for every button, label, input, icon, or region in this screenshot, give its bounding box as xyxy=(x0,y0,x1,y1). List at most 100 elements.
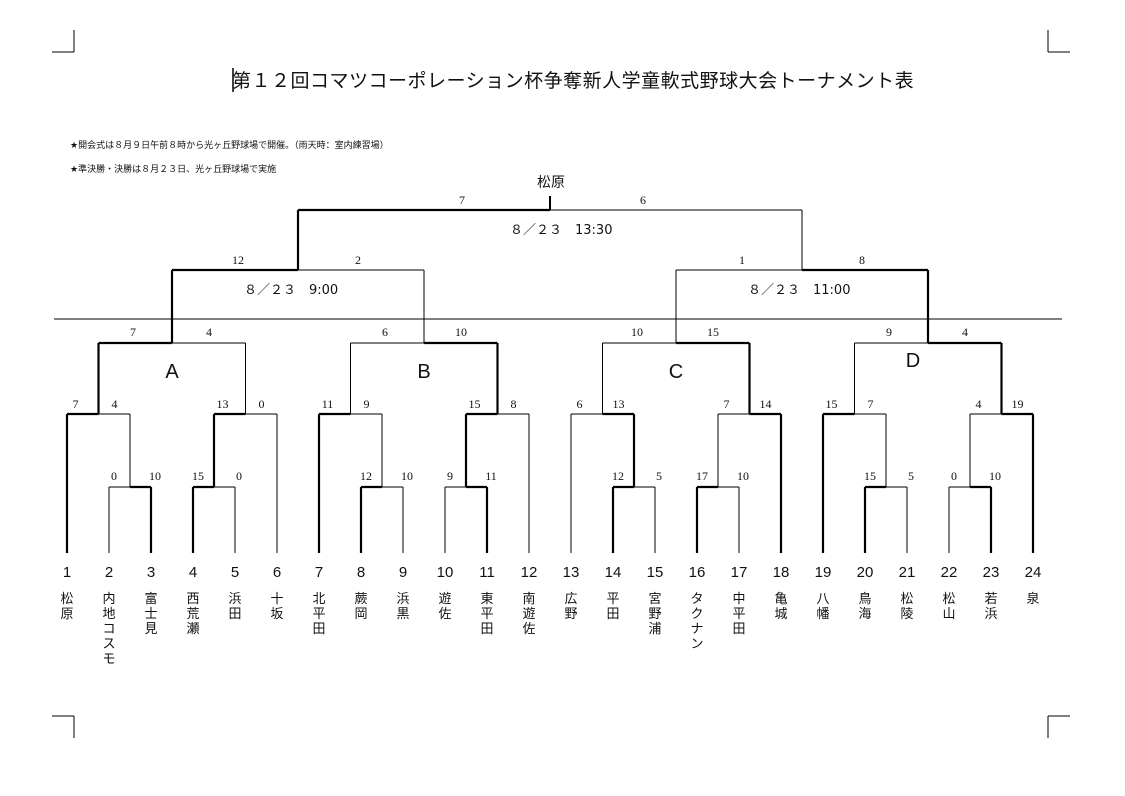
team-number-11: 11 xyxy=(479,564,495,581)
r2-score-1-right: 4 xyxy=(111,397,118,411)
team-number-20: 20 xyxy=(856,564,874,581)
r2-score-7-left: 15 xyxy=(825,397,838,411)
team-number-10: 10 xyxy=(436,564,454,581)
r1-score-7-right: 5 xyxy=(908,469,914,483)
note-semifinal: ★準決勝・決勝は８月２３日、光ヶ丘野球場で実施 xyxy=(70,165,277,175)
block-label-A: A xyxy=(165,361,179,383)
team-name-13: 広野 xyxy=(564,592,578,622)
r2-score-2-left: 13 xyxy=(216,397,229,411)
r2-score-3-left: 11 xyxy=(321,397,334,411)
r1-score-8-left: 0 xyxy=(951,469,957,483)
team-name-20: 鳥海 xyxy=(858,592,872,622)
final-score-right: 6 xyxy=(640,193,646,207)
team-number-1: 1 xyxy=(62,564,72,581)
r2-score-5-right: 13 xyxy=(612,397,625,411)
team-name-6: 十坂 xyxy=(270,592,284,622)
team-number-21: 21 xyxy=(898,564,916,581)
qf-score-1-right: 4 xyxy=(206,325,212,339)
team-name-3: 富士見 xyxy=(144,592,158,637)
team-number-9: 9 xyxy=(398,564,408,581)
team-number-13: 13 xyxy=(562,564,580,581)
team-number-19: 19 xyxy=(814,564,832,581)
qf-score-4-left: 9 xyxy=(886,325,892,339)
semi-score-2-left: 1 xyxy=(739,253,745,267)
r1-score-1-right: 10 xyxy=(149,469,161,483)
r1-score-6-right: 10 xyxy=(737,469,749,483)
r2-score-2-right: 0 xyxy=(258,397,265,411)
champion-name: 松原 xyxy=(537,175,565,191)
r2-score-8-right: 19 xyxy=(1011,397,1024,411)
r1-score-8-right: 10 xyxy=(989,469,1001,483)
team-name-11: 東平田 xyxy=(480,592,494,637)
team-name-18: 亀城 xyxy=(774,592,788,622)
team-name-10: 遊佐 xyxy=(438,592,452,622)
semi-score-1-right: 2 xyxy=(355,253,361,267)
page-title: 第１２回コマツコーポレーション杯争奪新人学童軟式野球大会トーナメント表 xyxy=(232,70,915,92)
semi-schedule-2: ８／２３ 11:00 xyxy=(748,283,851,298)
team-name-7: 北平田 xyxy=(312,592,326,637)
team-number-16: 16 xyxy=(688,564,706,581)
semi-schedule-1: ８／２３ 9:00 xyxy=(244,283,339,298)
team-name-5: 浜田 xyxy=(228,592,242,622)
team-name-12: 南遊佐 xyxy=(522,592,536,637)
r1-score-2-right: 0 xyxy=(236,469,242,483)
team-number-24: 24 xyxy=(1024,564,1042,581)
r2-score-3-right: 9 xyxy=(363,397,370,411)
team-name-2: 内地コスモ xyxy=(102,592,116,667)
team-name-23: 若浜 xyxy=(984,592,998,622)
final-score-left: 7 xyxy=(459,193,465,207)
team-name-19: 八幡 xyxy=(816,592,830,622)
r1-score-4-left: 9 xyxy=(447,469,453,483)
team-number-6: 6 xyxy=(272,564,282,581)
r2-score-7-right: 7 xyxy=(867,397,874,411)
qf-score-1-left: 7 xyxy=(130,325,136,339)
r1-score-3-right: 10 xyxy=(401,469,413,483)
team-name-8: 蕨岡 xyxy=(354,592,368,622)
team-number-2: 2 xyxy=(104,564,114,581)
r1-score-6-left: 17 xyxy=(696,469,708,483)
team-number-4: 4 xyxy=(188,564,198,581)
team-number-17: 17 xyxy=(730,564,748,581)
team-name-14: 平田 xyxy=(606,592,620,622)
r1-score-5-left: 12 xyxy=(612,469,624,483)
qf-score-3-left: 10 xyxy=(631,325,643,339)
r2-score-6-right: 14 xyxy=(759,397,772,411)
team-name-17: 中平田 xyxy=(732,592,746,637)
team-number-18: 18 xyxy=(772,564,790,581)
team-number-8: 8 xyxy=(356,564,366,581)
r2-score-4-right: 8 xyxy=(510,397,517,411)
block-label-B: B xyxy=(417,361,431,383)
team-number-14: 14 xyxy=(604,564,622,581)
qf-score-2-left: 6 xyxy=(382,325,388,339)
final-schedule: ８／２３ 13:30 xyxy=(510,223,613,238)
team-name-16: タクナン xyxy=(690,592,704,652)
qf-score-4-right: 4 xyxy=(962,325,968,339)
team-name-4: 西荒瀬 xyxy=(186,592,200,637)
block-label-C: C xyxy=(668,361,684,383)
team-number-15: 15 xyxy=(646,564,664,581)
note-opening: ★開会式は８月９日午前８時から光ヶ丘野球場で開催。（雨天時：室内練習場） xyxy=(70,141,389,151)
r2-score-5-left: 6 xyxy=(576,397,583,411)
block-label-D: D xyxy=(905,350,921,372)
team-number-5: 5 xyxy=(230,564,240,581)
r1-score-7-left: 15 xyxy=(864,469,876,483)
r2-score-1-left: 7 xyxy=(72,397,79,411)
qf-score-2-right: 10 xyxy=(455,325,467,339)
r1-score-4-right: 11 xyxy=(485,469,497,483)
team-number-3: 3 xyxy=(146,564,156,581)
r1-score-1-left: 0 xyxy=(111,469,117,483)
r2-score-6-left: 7 xyxy=(723,397,730,411)
team-name-9: 浜黒 xyxy=(396,592,410,622)
team-number-22: 22 xyxy=(940,564,958,581)
r1-score-2-left: 15 xyxy=(192,469,204,483)
team-number-7: 7 xyxy=(314,564,324,581)
r2-score-4-left: 15 xyxy=(468,397,481,411)
semi-score-2-right: 8 xyxy=(859,253,865,267)
r2-score-8-left: 4 xyxy=(975,397,982,411)
team-number-12: 12 xyxy=(520,564,538,581)
team-name-1: 松原 xyxy=(60,592,74,622)
qf-score-3-right: 15 xyxy=(707,325,719,339)
semi-score-1-left: 12 xyxy=(232,253,244,267)
